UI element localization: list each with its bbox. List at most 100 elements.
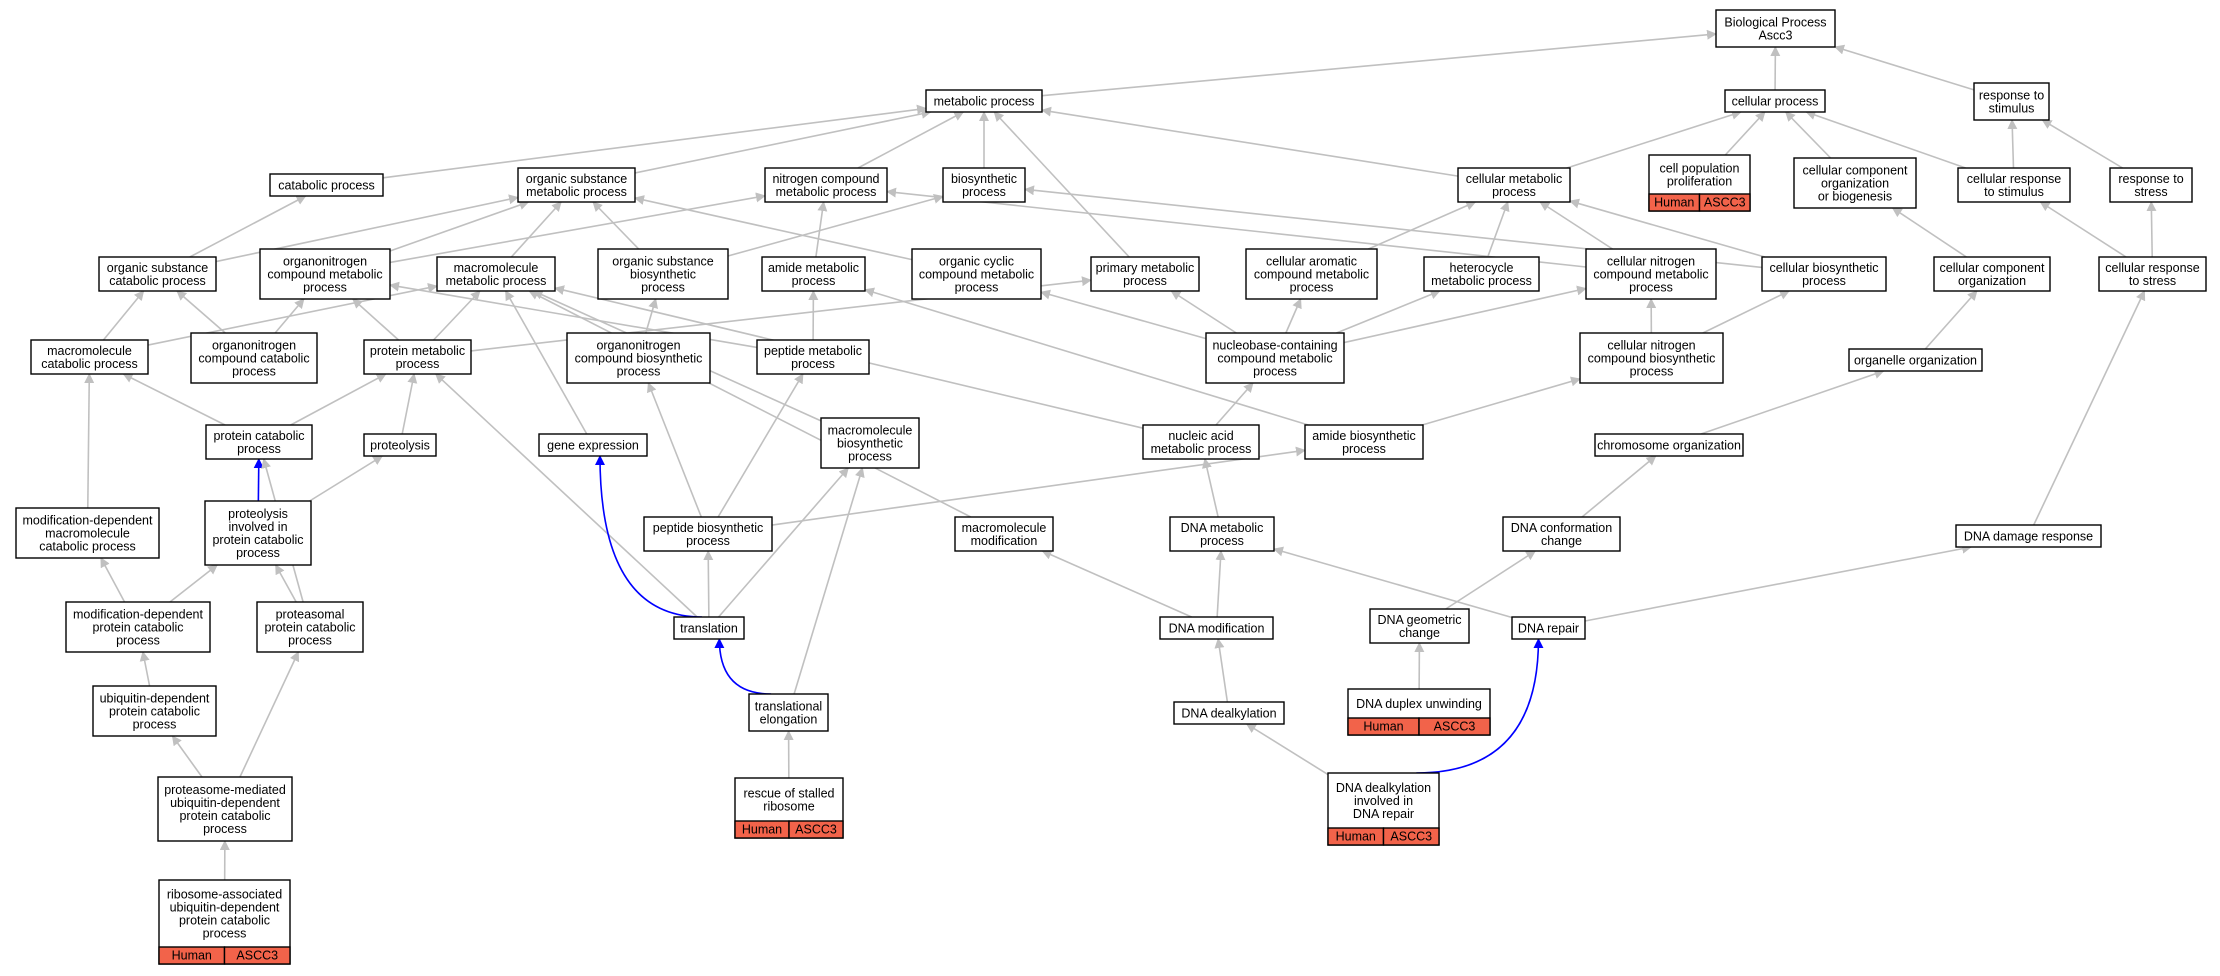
go-term-label-line: ubiquitin-dependent: [100, 692, 210, 706]
gene-tag-cell: [223, 946, 291, 965]
go-term-box: [204, 500, 312, 566]
species-tag: Human: [1363, 720, 1403, 734]
go-term-box: [1369, 608, 1470, 644]
go-term-box: [1585, 248, 1717, 300]
is-a-edge: [1040, 289, 1207, 340]
go-term-label-line: translational: [755, 700, 822, 714]
go-term-label-line: proteolysis: [370, 439, 430, 453]
go-term-label-line: process: [641, 281, 685, 295]
go-term-label-line: process: [303, 281, 347, 295]
species-tag: Human: [1336, 830, 1376, 844]
go-term-box: [190, 332, 318, 384]
go-term-label-line: protein catabolic: [264, 621, 355, 635]
go-term-label-line: process: [236, 546, 280, 560]
go-term-label-line: amide biosynthetic: [1312, 429, 1416, 443]
go-term-label-line: compound catabolic: [198, 352, 309, 366]
go-term-box: [205, 424, 313, 460]
go-term-label-line: DNA modification: [1169, 622, 1265, 636]
gene-tag: ASCC3: [795, 823, 837, 837]
go-term-label-line: proliferation: [1667, 175, 1732, 189]
go-term-label-line: DNA geometric: [1377, 613, 1461, 627]
go-term-label-line: compound metabolic: [919, 268, 1034, 282]
go-term-label-line: macromolecule: [47, 344, 132, 358]
go-term-label-line: organonitrogen: [212, 339, 296, 353]
highlighted-is-a-edge: [594, 455, 703, 618]
is-a-edge: [717, 467, 849, 618]
go-term-box: [1957, 167, 2071, 203]
gene-tag: ASCC3: [236, 949, 278, 963]
is-a-edge: [401, 373, 418, 435]
go-term-label-line: compound biosynthetic: [575, 352, 703, 366]
go-term-box: [256, 601, 364, 653]
gene-tag: ASCC3: [1704, 196, 1746, 210]
go-term-box: [1304, 424, 1424, 460]
is-a-edge: [1368, 201, 1477, 250]
go-term-box: [157, 776, 293, 842]
go-term-box: [1955, 524, 2102, 548]
go-term-node: modification-dependentmacromoleculecatab…: [15, 507, 160, 559]
go-term-label-line: change: [1541, 534, 1582, 548]
is-a-edge: [352, 298, 400, 341]
gene-tag: ASCC3: [1390, 830, 1432, 844]
is-a-edge: [1336, 289, 1441, 334]
go-term-label-line: or biogenesis: [1818, 190, 1892, 204]
go-term-box: [30, 339, 149, 375]
go-term-label-line: cellular component: [1940, 261, 2045, 275]
go-term-box: [2098, 256, 2207, 292]
go-term-label-line: modification-dependent: [23, 514, 153, 528]
go-term-label-line: rescue of stalled: [743, 787, 834, 801]
is-a-edge: [1569, 198, 1766, 258]
is-a-edge: [102, 290, 145, 341]
go-term-node: DNA modification: [1159, 616, 1274, 640]
gene-tag: ASCC3: [1434, 720, 1476, 734]
go-term-box: [1973, 82, 2050, 121]
is-a-edge: [2146, 201, 2157, 258]
is-a-edge: [1170, 290, 1237, 334]
go-term-label-line: chromosome organization: [1597, 439, 1741, 453]
is-a-edge: [1343, 285, 1587, 344]
go-term-label-line: process: [1629, 281, 1673, 295]
go-term-label-line: protein catabolic: [92, 621, 183, 635]
go-term-box: [363, 339, 472, 375]
is-a-edge: [309, 455, 384, 502]
go-term-label-line: process: [1123, 274, 1167, 288]
go-term-box: [925, 89, 1043, 113]
go-term-label-line: macromolecule: [45, 527, 130, 541]
is-a-edge: [793, 467, 865, 695]
go-term-label-line: compound metabolic: [267, 268, 382, 282]
go-term-box: [748, 693, 829, 732]
go-term-label-line: to stimulus: [1984, 185, 2044, 199]
go-term-box: [1594, 433, 1744, 457]
go-term-box: [761, 256, 866, 292]
go-term-label-line: cellular response: [2105, 261, 2200, 275]
go-term-label-line: primary metabolic: [1096, 261, 1195, 275]
go-term-box: [1715, 9, 1836, 48]
gene-tag-cell: [788, 820, 844, 839]
is-a-edge: [1539, 201, 1613, 250]
go-term-node: cellular process: [1724, 89, 1826, 113]
go-term-label-line: involved in: [228, 520, 287, 534]
go-term-label-line: cellular component: [1803, 164, 1908, 178]
go-term-label-line: process: [1290, 281, 1334, 295]
is-a-edge: [815, 201, 828, 258]
is-a-edge: [1891, 207, 1967, 258]
go-term-label-line: process: [617, 365, 661, 379]
go-term-label-line: elongation: [760, 713, 818, 727]
